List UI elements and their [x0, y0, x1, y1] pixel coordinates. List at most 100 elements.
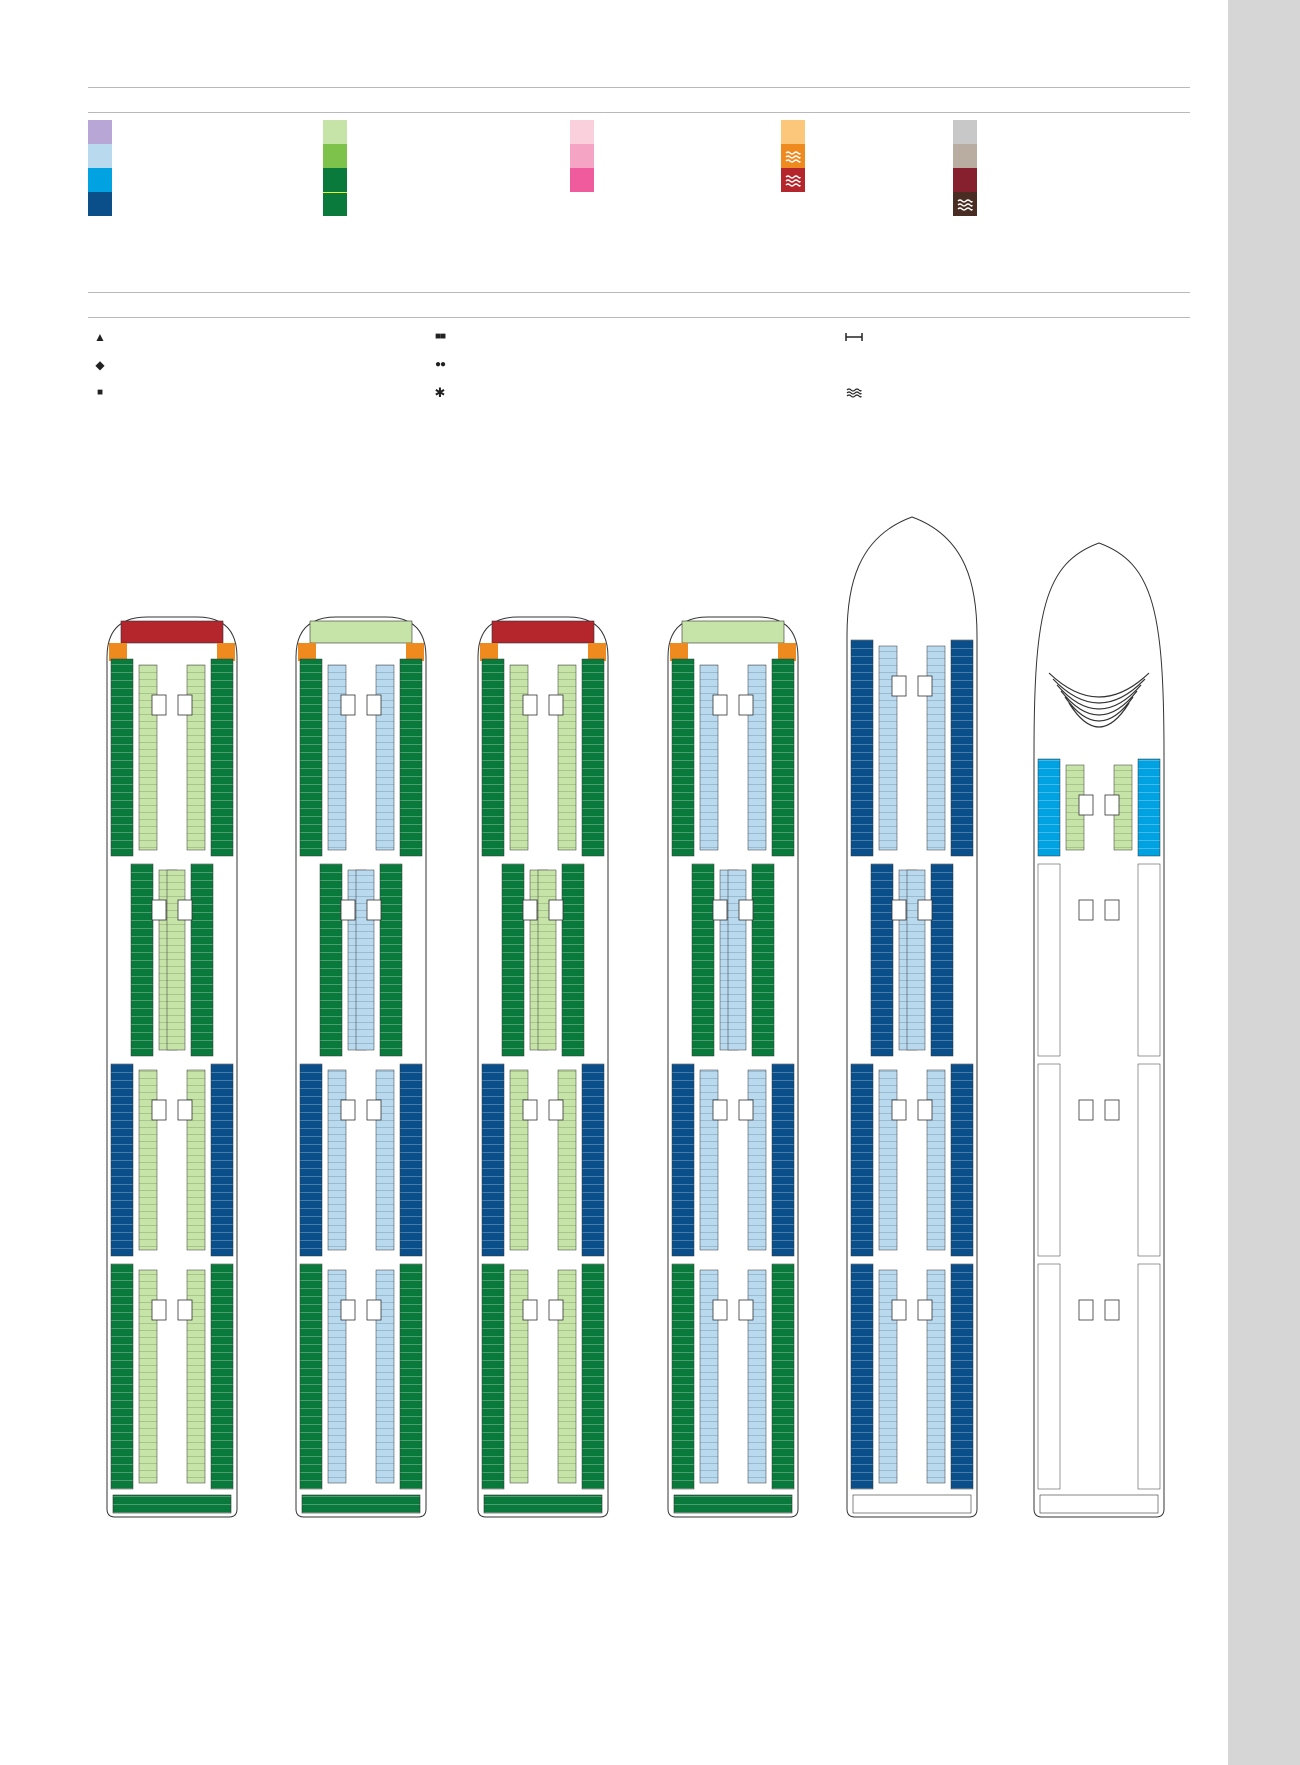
inside-cabin-row	[509, 1069, 529, 1251]
stairwell	[522, 694, 538, 716]
inside-cabin-row	[327, 1269, 347, 1484]
legend-orange-group	[781, 120, 805, 192]
port-cabin-row	[671, 1063, 695, 1257]
stairwell	[1104, 794, 1120, 816]
inside-cabin-row	[926, 645, 946, 851]
port-cabin-row	[481, 1263, 505, 1490]
inside-cabin-row	[699, 664, 719, 851]
starboard-cabin-row	[950, 639, 974, 857]
inside-cabin-row	[878, 645, 898, 851]
page-edge-tab	[1228, 0, 1300, 1765]
inside-cabin-row	[355, 869, 375, 1051]
port-cabin-row	[319, 863, 343, 1057]
inside-cabin-row	[557, 1069, 577, 1251]
stern-suites	[673, 1494, 793, 1514]
inside-cabin-row	[375, 664, 395, 851]
stairwell	[548, 1099, 564, 1121]
stern-suites	[112, 1494, 232, 1514]
stairwell	[177, 694, 193, 716]
swatch-ocean-blue	[88, 168, 112, 192]
inside-cabin-row	[747, 664, 767, 851]
port-cabin-row	[481, 658, 505, 857]
starboard-cabin-row	[399, 1263, 423, 1490]
starboard-cabin-row	[950, 1263, 974, 1490]
stairwell	[340, 694, 356, 716]
inside-cabin-row	[186, 1269, 206, 1484]
double-square-icon: ■■	[434, 331, 446, 342]
stairwell	[1104, 1299, 1120, 1321]
port-cabin-row	[110, 1263, 134, 1490]
bow-corner-suite	[588, 643, 606, 661]
inside-cabin-row	[906, 869, 926, 1051]
theatre-seating-row	[1048, 672, 1150, 698]
inside-cabin-row	[747, 1269, 767, 1484]
starboard-cabin-row	[1137, 863, 1161, 1057]
waves-icon	[957, 199, 973, 211]
inside-cabin-row	[926, 1069, 946, 1251]
stairwell	[548, 899, 564, 921]
legend-blue-group	[88, 120, 112, 216]
legend-green-group	[323, 120, 347, 216]
starboard-cabin-row	[561, 863, 585, 1057]
stairwell	[891, 675, 907, 697]
waves-icon	[785, 151, 801, 163]
stairwell	[522, 1099, 538, 1121]
stairwell	[366, 1299, 382, 1321]
stairwell	[151, 694, 167, 716]
stairwell	[738, 1099, 754, 1121]
theatre-seating-row	[1064, 696, 1134, 722]
stairwell	[1104, 1099, 1120, 1121]
starboard-cabin-row	[399, 658, 423, 857]
legend-rule-mid	[88, 292, 1190, 293]
deck-plan-2	[295, 616, 427, 1518]
port-cabin-row	[299, 658, 323, 857]
stairwell	[891, 1099, 907, 1121]
swatch-balcony-green	[323, 168, 347, 192]
bow-corner-suite	[480, 643, 498, 661]
stairwell	[151, 1299, 167, 1321]
port-cabin-row	[1037, 1063, 1061, 1257]
starboard-cabin-row	[581, 1263, 605, 1490]
stairwell	[366, 1099, 382, 1121]
starboard-cabin-row	[930, 863, 954, 1057]
starboard-cabin-row	[210, 658, 234, 857]
starboard-cabin-row	[581, 658, 605, 857]
stairwell	[891, 899, 907, 921]
inside-cabin-row	[727, 869, 747, 1051]
starboard-cabin-row	[190, 863, 214, 1057]
inside-cabin-row	[878, 1269, 898, 1484]
starboard-cabin-row	[1137, 758, 1161, 857]
inside-cabin-row	[375, 1069, 395, 1251]
swatch-hot-pink	[570, 168, 594, 192]
port-cabin-row	[850, 1263, 874, 1490]
inside-cabin-row	[138, 1069, 158, 1251]
inside-cabin-row	[537, 869, 557, 1051]
port-cabin-row	[299, 1263, 323, 1490]
square-icon: ■	[96, 387, 104, 398]
deck-plan-3	[477, 616, 609, 1518]
connecting-icon	[842, 329, 866, 345]
starboard-cabin-row	[379, 863, 403, 1057]
bow-suites	[491, 620, 595, 644]
port-cabin-row	[870, 863, 894, 1057]
starboard-cabin-row	[771, 658, 795, 857]
bow-corner-suite	[778, 643, 796, 661]
stern-suites	[483, 1494, 603, 1514]
deck-plan-1	[106, 616, 238, 1518]
inside-cabin-row	[926, 1269, 946, 1484]
legend-pink-group	[570, 120, 594, 192]
theatre-seating-row	[1052, 678, 1146, 704]
stairwell	[1078, 899, 1094, 921]
swatch-peach	[781, 120, 805, 144]
deck-plan-5	[846, 516, 978, 1518]
bow-corner-suite	[670, 643, 688, 661]
stairwell	[712, 1099, 728, 1121]
inside-cabin-row	[327, 1069, 347, 1251]
theatre-seating-row	[1056, 684, 1142, 710]
port-cabin-row	[110, 658, 134, 857]
waves-icon	[842, 385, 866, 401]
stairwell	[366, 899, 382, 921]
stairwell	[712, 694, 728, 716]
stairwell	[1078, 794, 1094, 816]
deck-plan-6	[1033, 542, 1165, 1518]
